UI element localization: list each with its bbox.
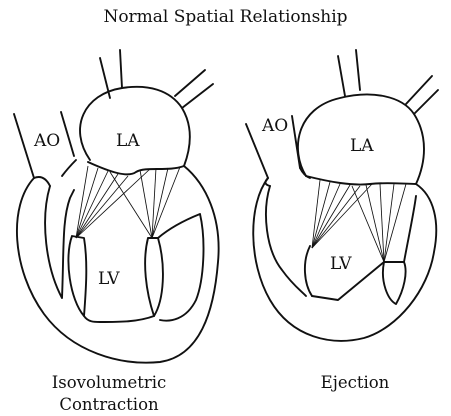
label-lv-right: LV — [330, 254, 352, 274]
aorta-wall-outer — [14, 114, 34, 178]
label-la-right: LA — [350, 136, 374, 156]
left-atrium-outline — [80, 87, 190, 166]
left-ventricle-inner-wall — [158, 214, 203, 321]
heart-ejection: LA AO LV — [246, 50, 438, 341]
papillary-muscle-posterior-right — [383, 262, 406, 304]
label-ao-left: AO — [33, 131, 60, 151]
pulmonary-vein-right-2 — [406, 76, 438, 114]
heart-isovolumetric: LA AO LV — [14, 50, 219, 363]
caption-isovolumetric: Isovolumetric Contraction — [24, 372, 194, 416]
papillary-muscle-anterior-right — [305, 246, 312, 296]
mitral-annulus-left — [88, 162, 184, 174]
label-ao-right: AO — [261, 116, 288, 136]
label-la-left: LA — [116, 131, 140, 151]
caption-ejection: Ejection — [300, 372, 410, 394]
aorta-wall-inner — [61, 112, 74, 156]
papillary-muscle-anterior-left — [68, 236, 86, 316]
right-ventricle-septum — [266, 186, 306, 296]
chordae-tendineae-right — [312, 180, 406, 262]
caption-isovolumetric-line2: Contraction — [24, 394, 194, 416]
aortic-valve-left — [34, 160, 76, 186]
mitral-annulus-right — [306, 176, 416, 185]
caption-isovolumetric-line1: Isovolumetric — [24, 372, 194, 394]
papillary-muscle-posterior-left — [145, 238, 163, 316]
pulmonary-vein-left-2 — [175, 70, 213, 108]
right-ventricle-inner-wall — [404, 196, 416, 262]
left-ventricle-cavity — [84, 316, 154, 322]
pulmonary-vein-right-1 — [338, 50, 360, 96]
chordae-tendineae-left — [76, 166, 180, 238]
label-lv-left: LV — [98, 269, 120, 289]
